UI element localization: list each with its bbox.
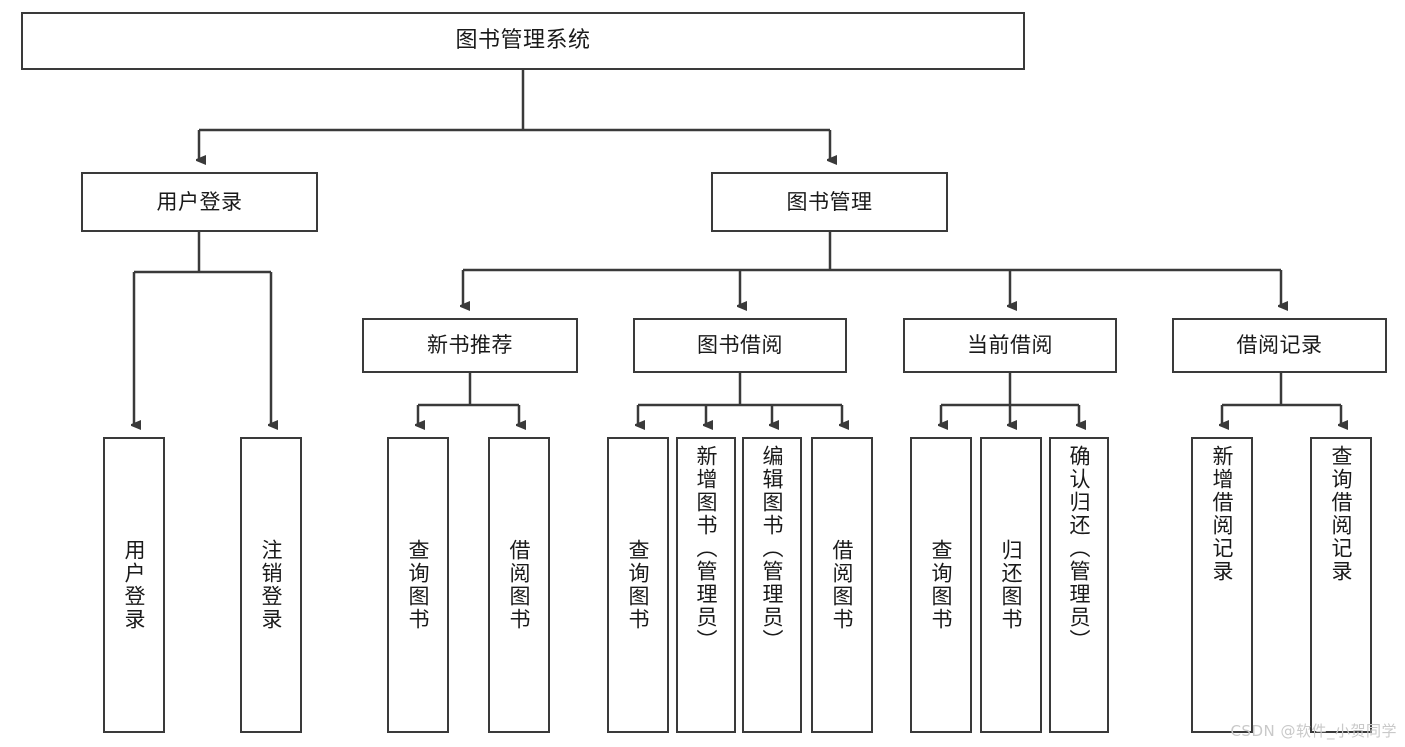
node-book-borrow-label: 图书借阅 bbox=[697, 333, 783, 358]
node-borrow-record-label: 借阅记录 bbox=[1236, 333, 1323, 358]
leaf-add-book[interactable]: 新增图书（管理员） bbox=[676, 437, 736, 733]
leaf-logout[interactable]: 注销登录 bbox=[240, 437, 302, 733]
leaf-edit-book-label: 编辑图书（管理员） bbox=[760, 445, 785, 652]
node-book-management-label: 图书管理 bbox=[786, 189, 873, 214]
node-new-book-recommend[interactable]: 新书推荐 bbox=[362, 318, 578, 373]
leaf-add-book-label: 新增图书（管理员） bbox=[694, 445, 719, 652]
node-book-borrow[interactable]: 图书借阅 bbox=[633, 318, 847, 373]
leaf-add-record[interactable]: 新增借阅记录 bbox=[1191, 437, 1253, 733]
leaf-user-login[interactable]: 用户登录 bbox=[103, 437, 165, 733]
node-borrow-record[interactable]: 借阅记录 bbox=[1172, 318, 1387, 373]
node-current-borrow-label: 当前借阅 bbox=[967, 333, 1053, 358]
leaf-borrow-book-1[interactable]: 借阅图书 bbox=[488, 437, 550, 733]
leaf-confirm-return-label: 确认归还（管理员） bbox=[1067, 445, 1092, 652]
leaf-query-record-label: 查询借阅记录 bbox=[1329, 445, 1354, 583]
node-new-book-recommend-label: 新书推荐 bbox=[427, 333, 513, 358]
node-user-login-label: 用户登录 bbox=[156, 189, 243, 214]
leaf-query-book-1-label: 查询图书 bbox=[406, 539, 431, 631]
node-current-borrow[interactable]: 当前借阅 bbox=[903, 318, 1117, 373]
leaf-query-record[interactable]: 查询借阅记录 bbox=[1310, 437, 1372, 733]
leaf-query-book-3[interactable]: 查询图书 bbox=[910, 437, 972, 733]
leaf-borrow-book-2-label: 借阅图书 bbox=[830, 539, 855, 631]
watermark: CSDN @软件_小贺同学 bbox=[1230, 722, 1397, 740]
leaf-return-book[interactable]: 归还图书 bbox=[980, 437, 1042, 733]
leaf-logout-label: 注销登录 bbox=[259, 539, 284, 631]
leaf-borrow-book-1-label: 借阅图书 bbox=[507, 539, 532, 631]
leaf-borrow-book-2[interactable]: 借阅图书 bbox=[811, 437, 873, 733]
node-root-label: 图书管理系统 bbox=[455, 28, 591, 54]
leaf-confirm-return[interactable]: 确认归还（管理员） bbox=[1049, 437, 1109, 733]
node-root[interactable]: 图书管理系统 bbox=[21, 12, 1025, 70]
leaf-edit-book[interactable]: 编辑图书（管理员） bbox=[742, 437, 802, 733]
leaf-user-login-label: 用户登录 bbox=[122, 539, 147, 631]
node-user-login[interactable]: 用户登录 bbox=[81, 172, 318, 232]
leaf-query-book-1[interactable]: 查询图书 bbox=[387, 437, 449, 733]
leaf-query-book-2[interactable]: 查询图书 bbox=[607, 437, 669, 733]
node-book-management[interactable]: 图书管理 bbox=[711, 172, 948, 232]
leaf-query-book-2-label: 查询图书 bbox=[626, 539, 651, 631]
leaf-return-book-label: 归还图书 bbox=[999, 539, 1024, 631]
leaf-query-book-3-label: 查询图书 bbox=[929, 539, 954, 631]
leaf-add-record-label: 新增借阅记录 bbox=[1210, 445, 1235, 583]
